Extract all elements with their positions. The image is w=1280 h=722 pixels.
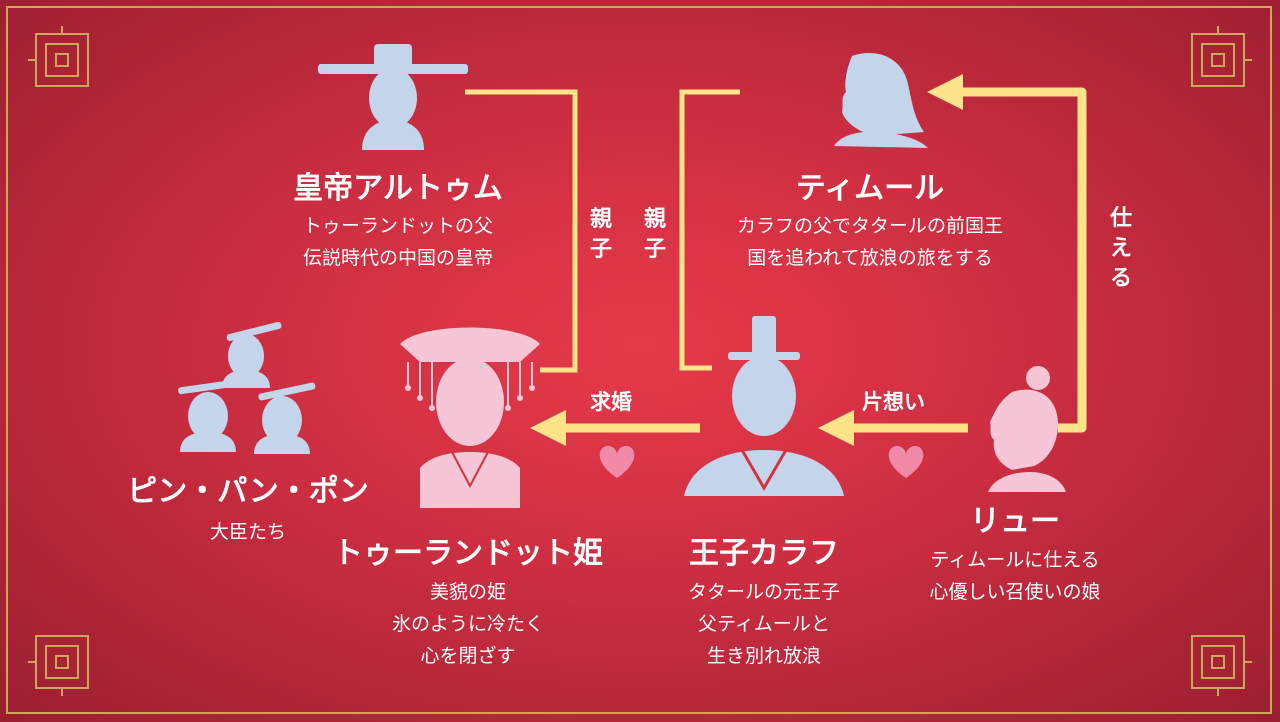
parent-child-label-left: 親 子 xyxy=(588,205,614,265)
turandot-name: トゥーランドット姫 xyxy=(333,536,603,571)
corner-ornament-icon xyxy=(1191,26,1252,87)
label-char: 仕 xyxy=(1109,206,1132,231)
ministers-desc: 大臣たち xyxy=(210,516,286,548)
turandot-desc-line: 美貌の姫 xyxy=(429,581,507,603)
label-char: 子 xyxy=(643,237,666,262)
corner-ornament-icon xyxy=(28,26,89,87)
liu-desc: ティムールに仕える 心優しい召使いの娘 xyxy=(929,544,1100,608)
emperor-desc-line: トゥーランドットの父 xyxy=(302,215,494,237)
prince-silhouette-icon xyxy=(684,316,844,496)
serves-arrow xyxy=(927,74,1087,433)
turandot-desc: 美貌の姫 氷のように冷たく 心を閉ざす xyxy=(392,576,544,672)
emperor-name: 皇帝アルトゥム xyxy=(293,171,503,206)
turandot-desc-line: 心を閉ざす xyxy=(420,645,516,667)
emperor-desc-line: 伝説時代の中国の皇帝 xyxy=(302,247,494,269)
timur-name: ティムール xyxy=(795,171,945,206)
calaf-name: 王子カラフ xyxy=(689,536,839,571)
ministers-silhouette-icon xyxy=(178,321,316,454)
label-char: る xyxy=(1109,266,1132,291)
timur-desc: カラフの父でタタールの前国王 国を追われて放浪の旅をする xyxy=(737,210,1003,274)
calaf-desc-line: 生き別れ放浪 xyxy=(706,645,822,667)
emperor-desc: トゥーランドットの父 伝説時代の中国の皇帝 xyxy=(303,210,493,274)
unrequited-label: 片想い xyxy=(862,390,925,414)
label-char: え xyxy=(1109,236,1132,261)
ministers-name: ピン・パン・ポン xyxy=(127,474,369,509)
princess-silhouette-icon xyxy=(400,327,540,508)
emperor-silhouette-icon xyxy=(318,44,468,150)
parent-child-line-emperor-turandot xyxy=(465,89,578,373)
corner-ornament-icon xyxy=(1191,635,1252,696)
heart-icon xyxy=(888,446,924,478)
timur-desc-line: 国を追われて放浪の旅をする xyxy=(747,247,993,269)
calaf-desc: タタールの元王子 父ティムールと 生き別れ放浪 xyxy=(688,576,840,672)
liu-name: リュー xyxy=(970,504,1060,539)
ministers-desc-line: 大臣たち xyxy=(209,521,287,543)
heart-icon xyxy=(599,446,635,478)
liu-desc-line: 心優しい召使いの娘 xyxy=(929,581,1101,603)
label-char: 子 xyxy=(589,237,612,262)
turandot-desc-line: 氷のように冷たく xyxy=(391,613,545,635)
timur-desc-line: カラフの父でタタールの前国王 xyxy=(736,215,1004,237)
servant-girl-silhouette-icon xyxy=(988,366,1066,492)
calaf-desc-line: 父ティムールと xyxy=(698,613,830,635)
corner-ornament-icon xyxy=(28,635,89,696)
timur-silhouette-icon xyxy=(834,53,928,148)
serves-label: 仕 え る xyxy=(1108,204,1134,294)
proposal-label: 求婚 xyxy=(590,390,632,414)
liu-desc-line: ティムールに仕える xyxy=(930,549,1100,571)
calaf-desc-line: タタールの元王子 xyxy=(687,581,841,603)
parent-child-label-right: 親 子 xyxy=(642,205,668,265)
label-char: 親 xyxy=(589,207,612,232)
label-char: 親 xyxy=(643,207,666,232)
parent-child-line-timur-calaf xyxy=(679,89,740,371)
